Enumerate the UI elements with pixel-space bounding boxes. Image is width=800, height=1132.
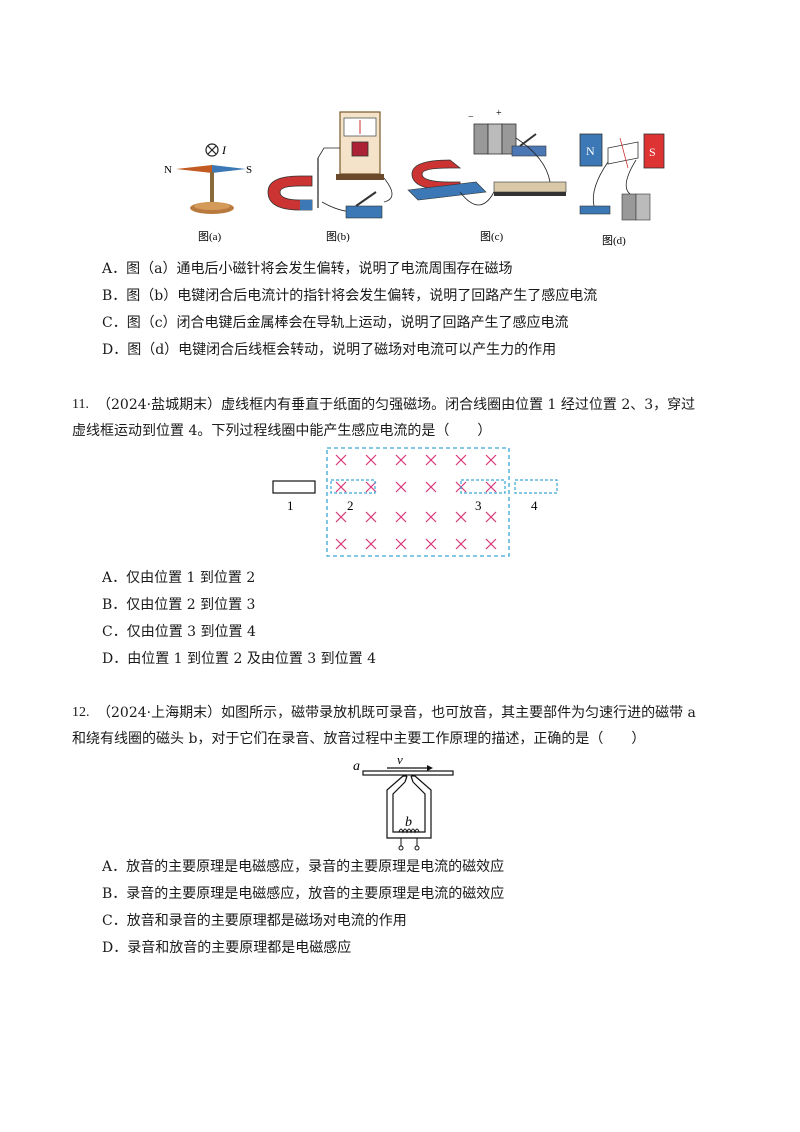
magnet-n-label: N: [586, 144, 595, 158]
fig-a-compass: I N S 图(a): [164, 143, 252, 243]
q11-option-a: A．仅由位置 1 到位置 2: [102, 570, 256, 586]
coil-winding: [398, 828, 420, 834]
field-x-mark: [335, 511, 347, 523]
q11-number: 11.: [72, 397, 89, 412]
field-x-mark: [365, 538, 377, 550]
caption-c: 图(c): [480, 230, 504, 243]
q12-option-d: D．录音和放音的主要原理都是电磁感应: [102, 940, 352, 956]
field-x-mark: [395, 481, 407, 493]
field-x-mark: [365, 454, 377, 466]
field-x-mark: [485, 538, 497, 550]
field-x-mark: [425, 481, 437, 493]
position-4-label: 4: [531, 498, 538, 513]
head-label: b: [405, 815, 412, 830]
magnet-s-label: S: [649, 145, 656, 159]
needle-n-label: N: [164, 164, 172, 176]
q10-option-d: D．图（d）电键闭合后线框会转动，说明了磁场对电流可以产生力的作用: [102, 342, 557, 358]
fig-b-galvanometer: 图(b): [267, 111, 393, 243]
velocity-label: v: [397, 752, 403, 767]
field-x-mark: [395, 454, 407, 466]
field-x-mark: [395, 511, 407, 523]
field-x-mark: [335, 538, 347, 550]
position-1-label: 1: [287, 498, 294, 513]
q12-figure: a v b: [353, 752, 454, 851]
field-x-mark: [365, 511, 377, 523]
q11-stem-line2: 虚线框运动到位置 4。下列过程线圈中能产生感应电流的是（ ）: [72, 423, 492, 439]
field-x-mark: [485, 454, 497, 466]
coil-position-3: [460, 479, 506, 494]
q10-option-a: A．图（a）通电后小磁针将会发生偏转，说明了电流周围存在磁场: [102, 261, 513, 277]
field-x-mark: [455, 538, 467, 550]
field-x-mark: [425, 454, 437, 466]
q12-option-c: C．放音和录音的主要原理都是磁场对电流的作用: [102, 913, 407, 929]
q12-stem-line2: 和绕有线圈的磁头 b，对于它们在录音、放音过程中主要工作原理的描述，正确的是（ …: [72, 731, 646, 747]
coil-position-1: [272, 480, 316, 494]
q11-figure: 1 2 3 4: [272, 447, 558, 557]
field-x-mark: [425, 538, 437, 550]
field-x-mark: [335, 454, 347, 466]
q11-option-b: B．仅由位置 2 到位置 3: [102, 597, 256, 613]
q12-number: 12.: [72, 705, 90, 720]
position-3-label: 3: [475, 498, 482, 513]
current-label: I: [221, 143, 227, 157]
fig-d-motor: N S 图(d): [579, 133, 665, 247]
fig-c-rails: − + 图(c): [407, 108, 567, 243]
position-2-label: 2: [347, 498, 354, 513]
q11-stem-line1: （2024·盐城期末）虚线框内有垂直于纸面的匀强磁场。闭合线圈由位置 1 经过位…: [97, 397, 696, 413]
q11-option-d: D．由位置 1 到位置 2 及由位置 3 到位置 4: [102, 651, 377, 667]
field-x-mark: [485, 511, 497, 523]
tape-label: a: [353, 759, 360, 774]
field-x-mark: [335, 481, 347, 493]
q10-figure: I N S 图(a) 图(b) − +: [164, 108, 665, 247]
svg-text:+: +: [496, 108, 502, 119]
field-x-mark: [455, 454, 467, 466]
field-x-marks: [335, 454, 497, 550]
q11-option-c: C．仅由位置 3 到位置 4: [102, 624, 256, 640]
field-x-mark: [455, 511, 467, 523]
caption-d: 图(d): [602, 234, 626, 247]
field-x-mark: [485, 481, 497, 493]
magnetic-tape: [362, 770, 454, 776]
coil-position-2: [330, 479, 376, 494]
caption-a: 图(a): [198, 230, 222, 243]
q10-option-c: C．图（c）闭合电键后金属棒会在导轨上运动，说明了回路产生了感应电流: [102, 315, 569, 331]
svg-text:−: −: [468, 112, 474, 123]
needle-s-label: S: [246, 164, 252, 176]
q12-option-b: B．录音的主要原理是电磁感应，放音的主要原理是电流的磁效应: [102, 886, 505, 902]
field-x-mark: [365, 481, 377, 493]
q10-option-b: B．图（b）电键闭合后电流计的指针将会发生偏转，说明了回路产生了感应电流: [102, 288, 598, 304]
q12-stem-line1: （2024·上海期末）如图所示，磁带录放机既可录音，也可放音，其主要部件为匀速行…: [97, 705, 696, 721]
coil-position-4: [514, 479, 558, 494]
magnetic-field-region: [326, 447, 510, 557]
q12-option-a: A．放音的主要原理是电磁感应，录音的主要原理是电流的磁效应: [102, 859, 505, 875]
field-x-mark: [425, 511, 437, 523]
field-x-mark: [395, 538, 407, 550]
caption-b: 图(b): [326, 230, 350, 243]
